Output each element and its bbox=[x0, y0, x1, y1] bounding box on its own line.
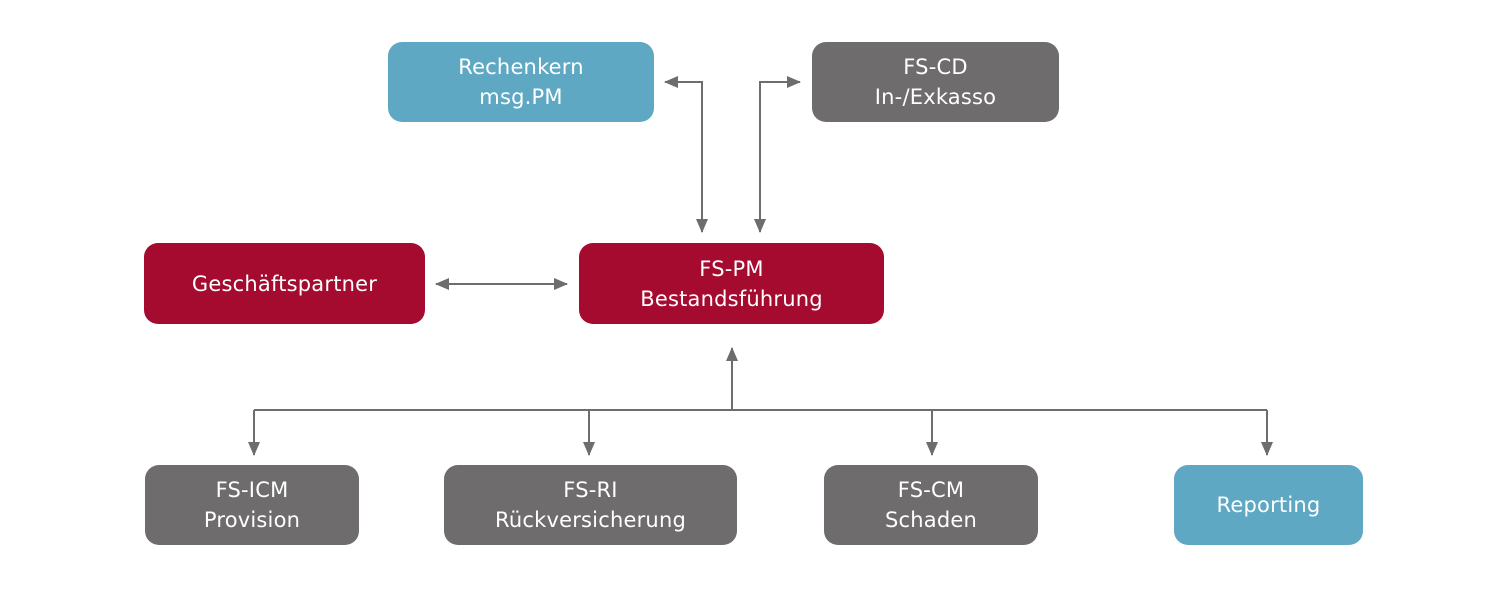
edge-fspm-rechenkern bbox=[664, 76, 708, 233]
node-geschaeftspartner: Geschäftspartner bbox=[144, 243, 425, 324]
node-fs-pm-title: FS-PM bbox=[699, 256, 764, 281]
node-fs-pm: FS-PM Bestandsführung bbox=[579, 243, 884, 324]
node-fs-cm-subtitle: Schaden bbox=[884, 508, 977, 532]
node-rechenkern-title: Rechenkern bbox=[458, 55, 584, 79]
node-fs-icm-subtitle: Provision bbox=[203, 508, 301, 532]
node-rechenkern-subtitle: msg.PM bbox=[479, 85, 563, 109]
node-fs-pm-subtitle: Bestandsführung bbox=[640, 286, 823, 311]
node-reporting: Reporting bbox=[1174, 465, 1363, 545]
node-rechenkern: Rechenkern msg.PM bbox=[388, 42, 654, 122]
node-fs-icm: FS-ICM Provision bbox=[145, 465, 359, 545]
node-fs-cd: FS-CD In-/Exkasso bbox=[812, 42, 1059, 122]
node-fs-ri-subtitle: Rückversicherung bbox=[495, 508, 686, 532]
node-fs-cm-title: FS-CM bbox=[897, 478, 965, 502]
node-fs-cm: FS-CM Schaden bbox=[824, 465, 1038, 545]
node-fs-icm-title: FS-ICM bbox=[215, 478, 289, 502]
node-fs-ri-title: FS-RI bbox=[563, 478, 618, 502]
edge-fspm-fscd bbox=[754, 76, 801, 233]
node-reporting-title: Reporting bbox=[1216, 493, 1321, 517]
node-fs-ri: FS-RI Rückversicherung bbox=[444, 465, 737, 545]
node-fs-cd-subtitle: In-/Exkasso bbox=[874, 85, 997, 109]
node-fs-cd-title: FS-CD bbox=[903, 55, 968, 79]
node-geschaeftspartner-title: Geschäftspartner bbox=[191, 271, 378, 296]
